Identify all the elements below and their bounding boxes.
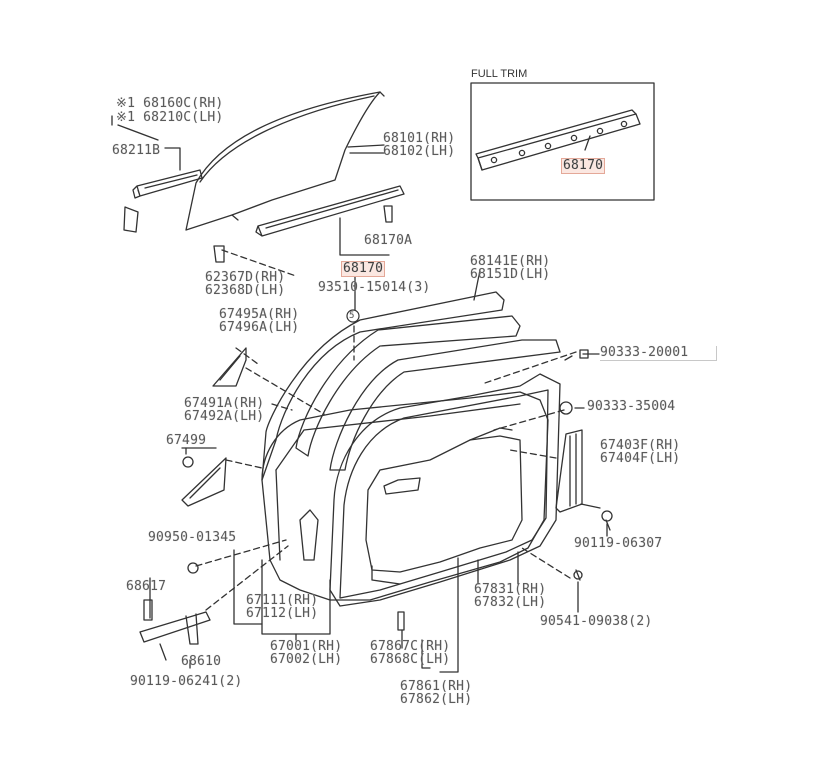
label-68170[interactable]: 68170	[341, 261, 386, 277]
mirror-corner-garnish	[212, 347, 247, 387]
reference-circle-5	[346, 309, 360, 323]
door-trim-pad	[365, 435, 523, 573]
label-67868c[interactable]: 67868C(LH)	[370, 652, 451, 667]
label-67867c[interactable]: 67867C(RH)	[370, 639, 451, 654]
circle-5-label: 5	[349, 311, 355, 321]
label-67499[interactable]: 67499	[166, 433, 207, 448]
label-67002[interactable]: 67002(LH)	[270, 652, 343, 667]
label-67862[interactable]: 67862(LH)	[400, 692, 473, 707]
label-67492a[interactable]: 67492A(LH)	[184, 409, 265, 424]
label-68102[interactable]: 68102(LH)	[383, 144, 456, 159]
label-67495a[interactable]: 67495A(RH)	[219, 307, 300, 322]
label-67491a[interactable]: 67491A(RH)	[184, 396, 265, 411]
door-opening-weatherstrip	[329, 373, 561, 607]
label-68210c[interactable]: ※1 68210C(LH)	[116, 110, 224, 125]
label-90541[interactable]: 90541-09038(2)	[540, 614, 653, 629]
label-68170a[interactable]: 68170A	[364, 233, 413, 248]
rear-pillar-moulding	[555, 429, 583, 513]
door-check	[139, 611, 211, 643]
label-67831[interactable]: 67831(RH)	[474, 582, 547, 597]
full-trim-strip-icon	[475, 109, 641, 171]
label-67404f[interactable]: 67404F(LH)	[600, 451, 681, 466]
label-62368d[interactable]: 62368D(LH)	[205, 283, 286, 298]
label-68617[interactable]: 68617	[126, 579, 167, 594]
label-68211b[interactable]: 68211B	[112, 143, 161, 158]
label-67112[interactable]: 67112(LH)	[246, 606, 319, 621]
outer-belt-weatherstrip	[132, 169, 203, 199]
label-90119-06241[interactable]: 90119-06241(2)	[130, 674, 243, 689]
label-62367d[interactable]: 62367D(RH)	[205, 270, 286, 285]
full-trim-title: FULL TRIM	[471, 68, 528, 80]
label-68160c[interactable]: ※1 68160C(RH)	[116, 96, 224, 111]
label-90333-20001[interactable]: 90333-20001	[600, 346, 717, 361]
label-67832[interactable]: 67832(LH)	[474, 595, 547, 610]
label-90119-06307[interactable]: 90119-06307	[574, 536, 663, 551]
door-frame-weatherstrip-outer	[261, 291, 505, 481]
label-67861[interactable]: 67861(RH)	[400, 679, 473, 694]
label-68151d[interactable]: 68151D(LH)	[470, 267, 551, 282]
label-67403f[interactable]: 67403F(RH)	[600, 438, 681, 453]
inset-part-68170[interactable]: 68170	[561, 158, 606, 174]
inner-belt-moulding	[255, 185, 405, 237]
label-68101[interactable]: 68101(RH)	[383, 131, 456, 146]
label-93510[interactable]: 93510-15014(3)	[318, 280, 431, 295]
label-90333-35004[interactable]: 90333-35004	[587, 399, 676, 414]
door-handle-recess	[383, 477, 421, 495]
full-trim-inset-box	[470, 82, 655, 201]
door-panel-shell	[261, 391, 549, 601]
delta-cover	[181, 457, 227, 507]
label-68610[interactable]: 68610	[181, 654, 222, 669]
door-glass	[185, 91, 381, 231]
label-90950[interactable]: 90950-01345	[148, 530, 237, 545]
label-67496a[interactable]: 67496A(LH)	[219, 320, 300, 335]
label-67111[interactable]: 67111(RH)	[246, 593, 319, 608]
label-67001[interactable]: 67001(RH)	[270, 639, 343, 654]
label-68141e[interactable]: 68141E(RH)	[470, 254, 551, 269]
